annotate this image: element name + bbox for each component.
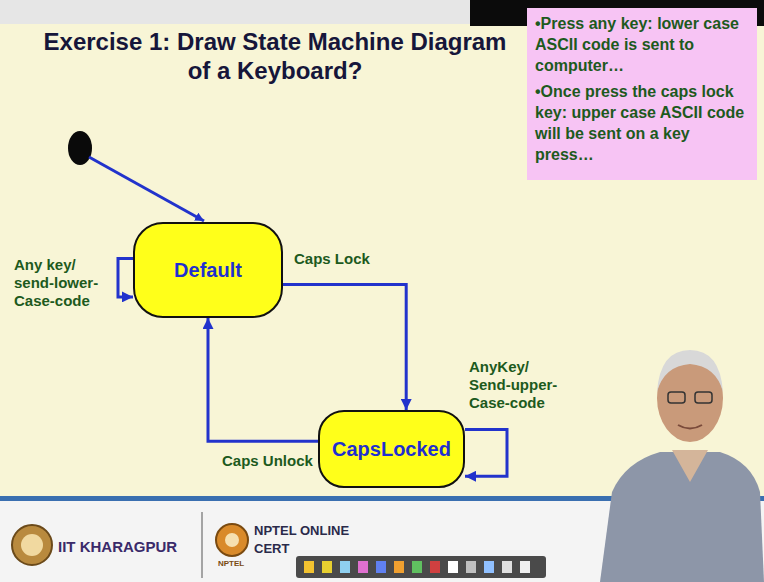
toolbar-icon <box>484 561 494 573</box>
toolbar-icon <box>520 561 530 573</box>
state-name: CapsLocked <box>332 438 451 461</box>
presenter-mouth <box>678 425 702 429</box>
state-name: Default <box>174 259 242 282</box>
toolbar-icon <box>502 561 512 573</box>
transition-label: AnyKey/ Send-upper- Case-code <box>467 358 566 412</box>
transition-arrow <box>465 430 507 477</box>
note-box: •Press any key: lower case ASCII code is… <box>527 8 757 180</box>
presenter-glasses <box>695 392 712 403</box>
transition-arrow <box>118 258 133 296</box>
initial-state-dot <box>68 131 92 165</box>
initial-arrow <box>89 157 204 221</box>
iit-logo <box>12 525 52 565</box>
state-box: Default <box>133 222 283 318</box>
nptel-logo-text: NPTEL <box>218 559 244 568</box>
nptel-logo <box>216 524 248 556</box>
toolbar-icon <box>412 561 422 573</box>
presenter-hair <box>657 350 723 392</box>
transition-arrow <box>283 284 406 410</box>
note-bullet: •Once press the caps lock key: upper cas… <box>535 82 749 165</box>
toolbar-icon <box>322 561 332 573</box>
presenter-glasses <box>668 392 685 403</box>
toolbar-icon <box>304 561 314 573</box>
toolbar-icon <box>358 561 368 573</box>
transition-label: Caps Unlock <box>220 452 315 470</box>
toolbar-icon <box>376 561 386 573</box>
nptel-caption: CERT <box>254 541 289 556</box>
toolbar-icon <box>430 561 440 573</box>
note-bullet: •Press any key: lower case ASCII code is… <box>535 14 749 76</box>
transition-label: Any key/ send-lower- Case-code <box>12 256 108 310</box>
footer-divider <box>201 512 203 578</box>
iit-logo-inner <box>21 534 43 556</box>
toolbar-icon <box>448 561 458 573</box>
nptel-logo-inner <box>225 533 239 547</box>
slide-title: Exercise 1: Draw State Machine Diagram o… <box>40 28 510 86</box>
institute-name: IIT KHARAGPUR <box>58 538 177 555</box>
nptel-caption: NPTEL ONLINE <box>254 523 349 538</box>
toolbar-icons <box>304 561 530 573</box>
presenter-shirt <box>600 452 764 582</box>
transition-arrow <box>208 318 318 441</box>
annotation-toolbar <box>296 556 546 578</box>
presenter-figure <box>600 350 764 582</box>
toolbar-icon <box>394 561 404 573</box>
toolbar-icon <box>466 561 476 573</box>
state-box: CapsLocked <box>318 410 465 488</box>
toolbar-icon <box>340 561 350 573</box>
transition-label: Caps Lock <box>292 250 372 268</box>
presenter-neck <box>672 450 708 482</box>
